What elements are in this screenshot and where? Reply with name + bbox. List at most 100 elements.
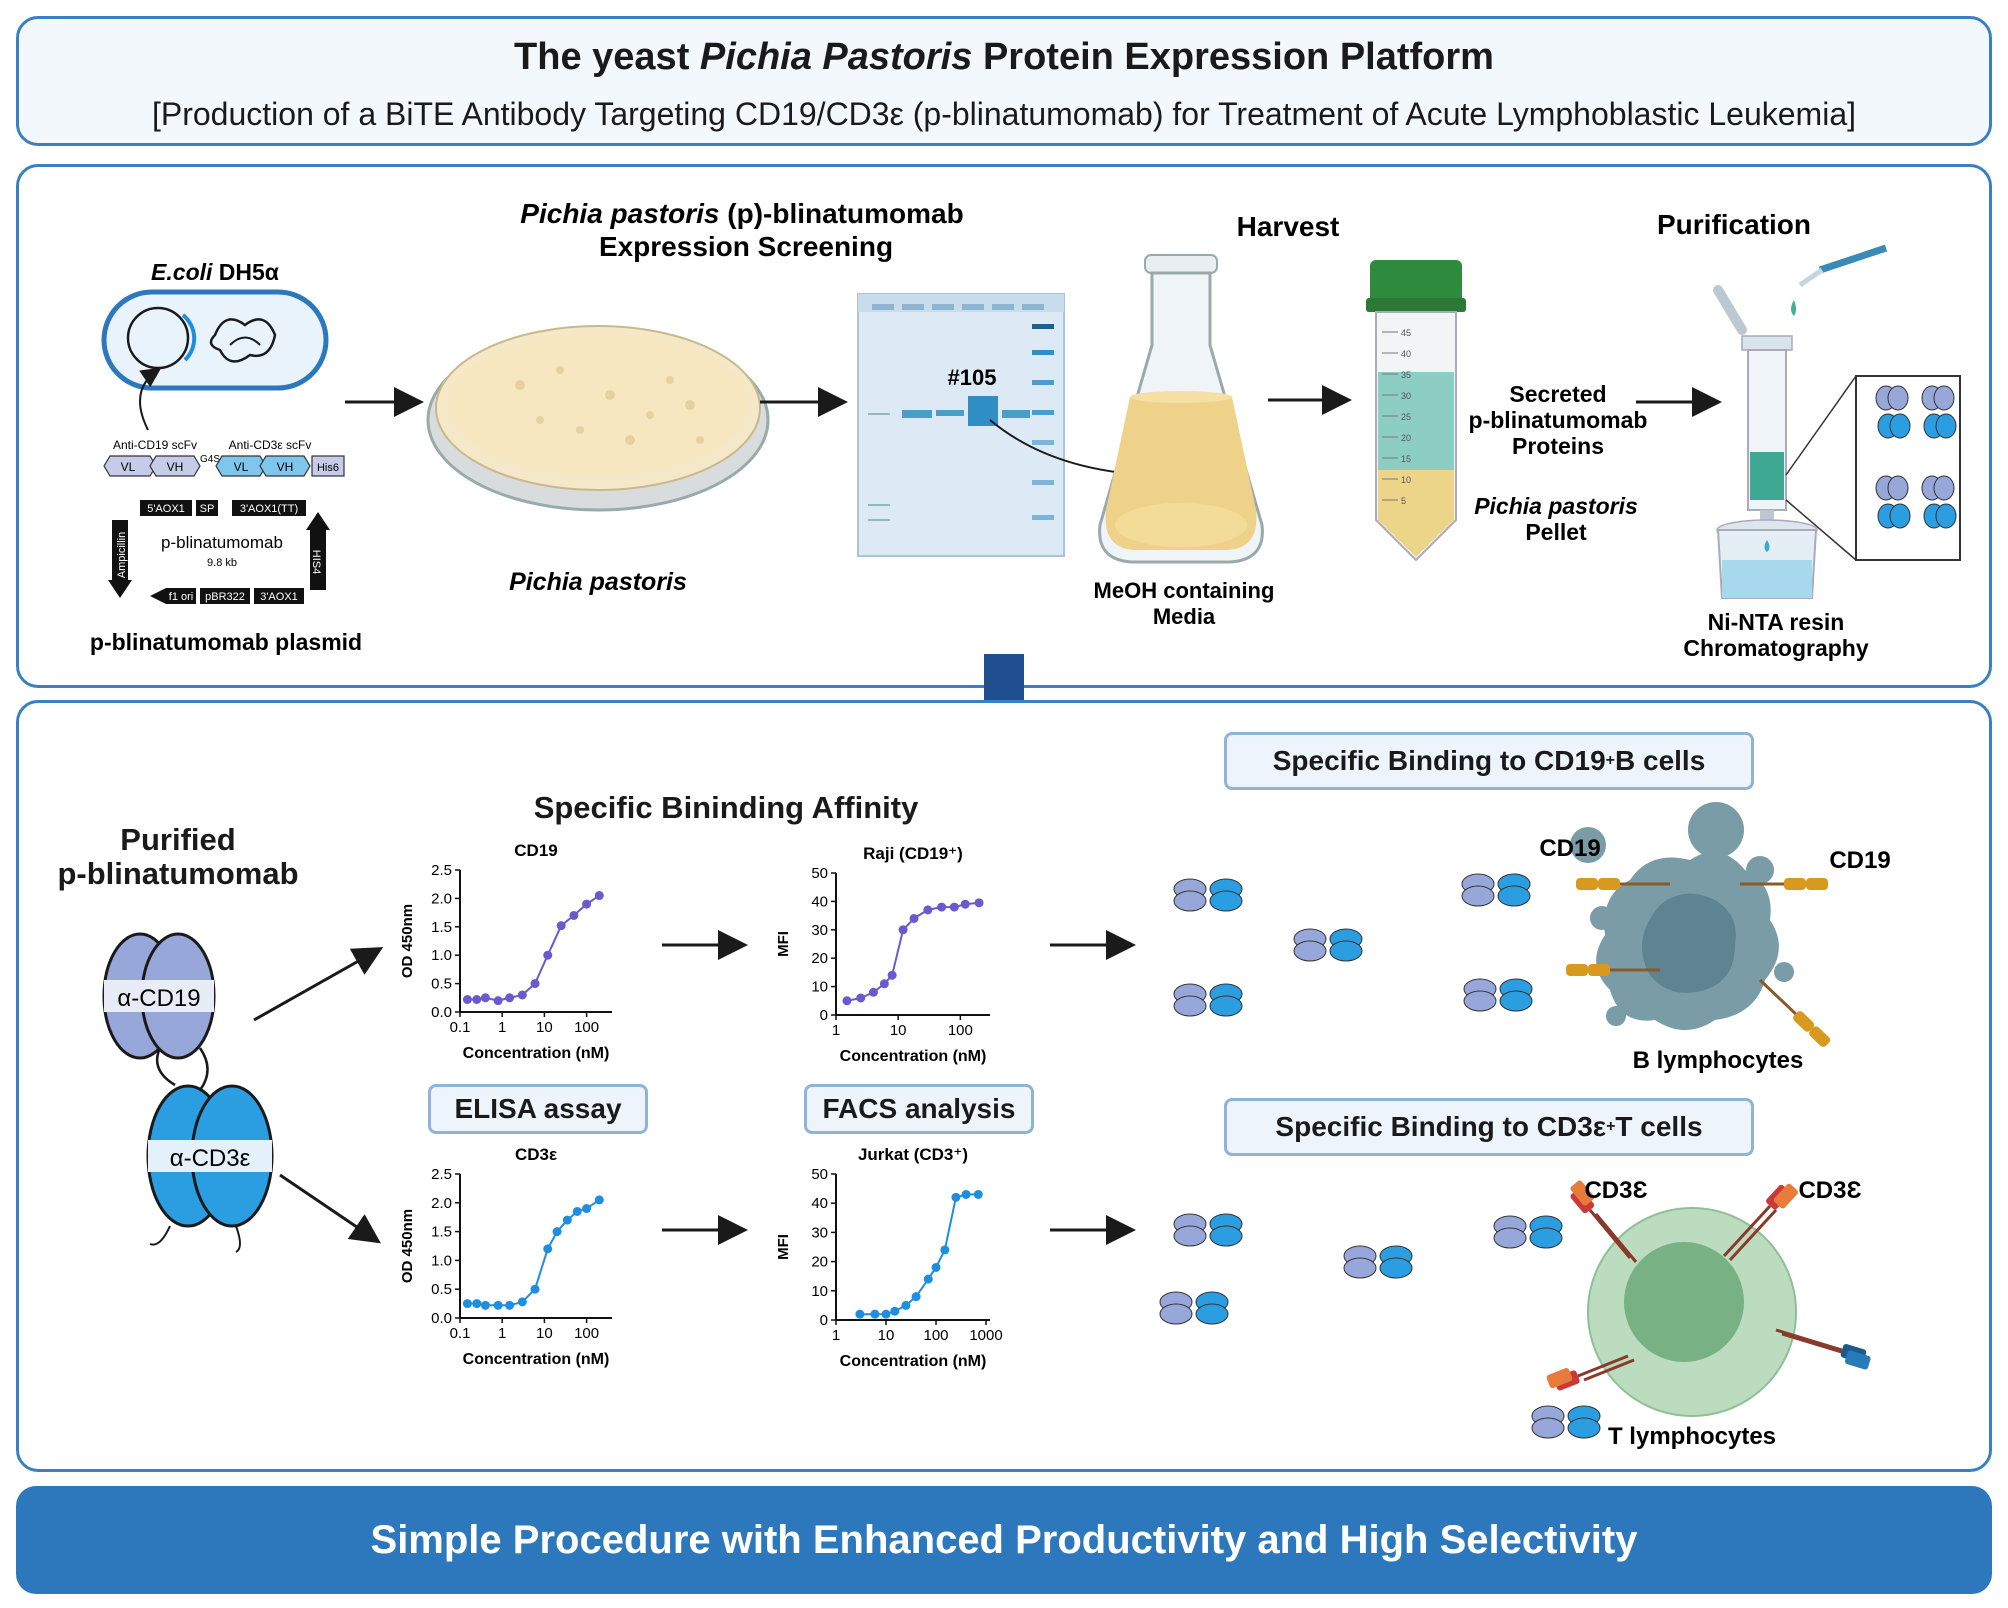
ecoli-label: E.coli DH5α xyxy=(151,259,279,285)
y-tick-label: 2.5 xyxy=(431,1166,452,1183)
data-point xyxy=(940,1245,950,1255)
data-point xyxy=(870,1309,880,1319)
western-blot-gel-icon xyxy=(857,293,1152,557)
cd3-receptor-icon xyxy=(1546,1354,1635,1391)
bite-molecule-icon xyxy=(1173,983,1243,1017)
pellet-line1: Pichia pastoris xyxy=(1474,493,1638,519)
bite-molecule-icon xyxy=(1293,928,1363,962)
resin-bound-bite-icon xyxy=(1875,475,1911,529)
erlenmeyer-flask-icon xyxy=(1098,254,1264,564)
cd19-receptors xyxy=(1566,878,1831,1047)
bite-molecule-icon xyxy=(1173,878,1243,912)
data-point xyxy=(480,1300,490,1310)
tube-tick-label: 15 xyxy=(1401,454,1411,464)
x-tick-label: 10 xyxy=(878,1327,895,1344)
y-tick-label: 0.5 xyxy=(431,976,452,993)
data-point xyxy=(949,902,959,912)
bite-antibody-icon xyxy=(102,932,274,1253)
chart-title: Jurkat (CD3⁺) xyxy=(858,1145,968,1164)
x-tick-label: 0.1 xyxy=(450,1325,471,1342)
cd19-left-label: CD19 xyxy=(1539,835,1600,862)
data-point xyxy=(505,1300,515,1310)
y-tick-label: 2.5 xyxy=(431,862,452,879)
svg-text:HIS4: HIS4 xyxy=(310,550,322,574)
y-tick-label: 40 xyxy=(811,1195,828,1212)
y-tick-label: 20 xyxy=(811,1254,828,1271)
svg-text:5'AOX1: 5'AOX1 xyxy=(147,503,185,515)
data-point xyxy=(911,1292,921,1302)
bite-molecule-icon xyxy=(1173,1213,1243,1247)
page-subtitle: [Production of a BiTE Antibody Targeting… xyxy=(151,96,1857,132)
process-diagram: E.coli DH5α Anti-CD19 scFv Anti-CD3ε scF… xyxy=(90,198,1961,700)
bite-molecule-icon xyxy=(1461,873,1531,907)
y-tick-label: 0.0 xyxy=(431,1310,452,1327)
resin-bound-bite-icon xyxy=(1921,475,1957,529)
data-point xyxy=(569,910,579,920)
receptor-icon xyxy=(1740,878,1828,890)
tube-tick-label: 40 xyxy=(1401,349,1411,359)
data-point xyxy=(462,995,472,1005)
ni-nta-line2: Chromatography xyxy=(1683,635,1869,661)
x-axis-label: Concentration (nM) xyxy=(840,1048,987,1065)
media-label-line1: MeOH containing xyxy=(1094,578,1275,603)
bite-molecule-icon xyxy=(1159,1291,1229,1325)
receptor-icon xyxy=(1576,878,1670,890)
data-point xyxy=(973,1189,983,1199)
y-tick-label: 0.0 xyxy=(431,1004,452,1021)
data-point xyxy=(582,1204,592,1214)
data-point xyxy=(961,1189,971,1199)
data-point xyxy=(472,1299,482,1309)
svg-text:VH: VH xyxy=(167,460,184,474)
cd3-right-label: CD3Ɛ xyxy=(1798,1177,1861,1204)
secreted-line2: p-blinatumomab xyxy=(1469,407,1648,433)
data-point xyxy=(480,993,490,1003)
y-axis-label: OD 450nm xyxy=(399,1209,416,1283)
data-point xyxy=(572,1206,582,1216)
b-lymphocyte-label: B lymphocytes xyxy=(1633,1047,1804,1074)
x-tick-label: 0.1 xyxy=(450,1019,471,1036)
svg-text:3'AOX1(TT): 3'AOX1(TT) xyxy=(240,503,298,515)
y-tick-label: 30 xyxy=(811,1224,828,1241)
screening-title-line2: Expression Screening xyxy=(599,231,893,262)
svg-text:9.8 kb: 9.8 kb xyxy=(207,557,237,569)
svg-text:His6: His6 xyxy=(317,462,339,474)
x-tick-label: 10 xyxy=(536,1325,553,1342)
y-tick-label: 1.5 xyxy=(431,1224,452,1241)
data-point xyxy=(462,1299,472,1309)
x-tick-label: 1 xyxy=(832,1022,840,1039)
cd3-receptors xyxy=(1546,1180,1871,1391)
arrow-to-cd19-elisa xyxy=(253,947,384,1022)
chart-title: Raji (CD19⁺) xyxy=(863,844,963,863)
y-tick-label: 10 xyxy=(811,1283,828,1300)
data-point xyxy=(856,993,866,1003)
svg-text:VL: VL xyxy=(234,460,249,474)
x-tick-label: 1 xyxy=(498,1325,506,1342)
clone-label: #105 xyxy=(948,365,997,390)
page-title: The yeast Pichia Pastoris Protein Expres… xyxy=(514,36,1494,78)
tube-tick-label: 25 xyxy=(1401,412,1411,422)
y-tick-label: 1.0 xyxy=(431,947,452,964)
data-point xyxy=(594,1195,604,1205)
svg-text:G4S: G4S xyxy=(200,454,220,465)
y-tick-label: 2.0 xyxy=(431,1195,452,1212)
data-point xyxy=(517,990,527,1000)
cd3-receptor-icon xyxy=(1775,1328,1871,1370)
expression-construct: Anti-CD19 scFv Anti-CD3ε scFv VL VH G4S … xyxy=(103,438,345,604)
y-tick-label: 20 xyxy=(811,950,828,967)
data-point xyxy=(517,1297,527,1307)
data-point xyxy=(937,902,947,912)
ecoli-cell-icon xyxy=(101,289,329,431)
svg-text:f1 ori: f1 ori xyxy=(169,591,193,603)
purified-label-line1: Purified xyxy=(120,822,236,857)
data-point xyxy=(594,891,604,901)
alpha-cd19-label: α-CD19 xyxy=(117,985,200,1012)
bite-molecule-icon xyxy=(1493,1215,1563,1249)
data-point xyxy=(556,921,566,931)
tube-tick-label: 45 xyxy=(1401,328,1411,338)
data-point xyxy=(923,1274,933,1284)
y-tick-label: 2.0 xyxy=(431,890,452,907)
tube-tick-label: 5 xyxy=(1401,496,1406,506)
data-point xyxy=(901,1300,911,1310)
x-tick-label: 1000 xyxy=(969,1327,1002,1344)
